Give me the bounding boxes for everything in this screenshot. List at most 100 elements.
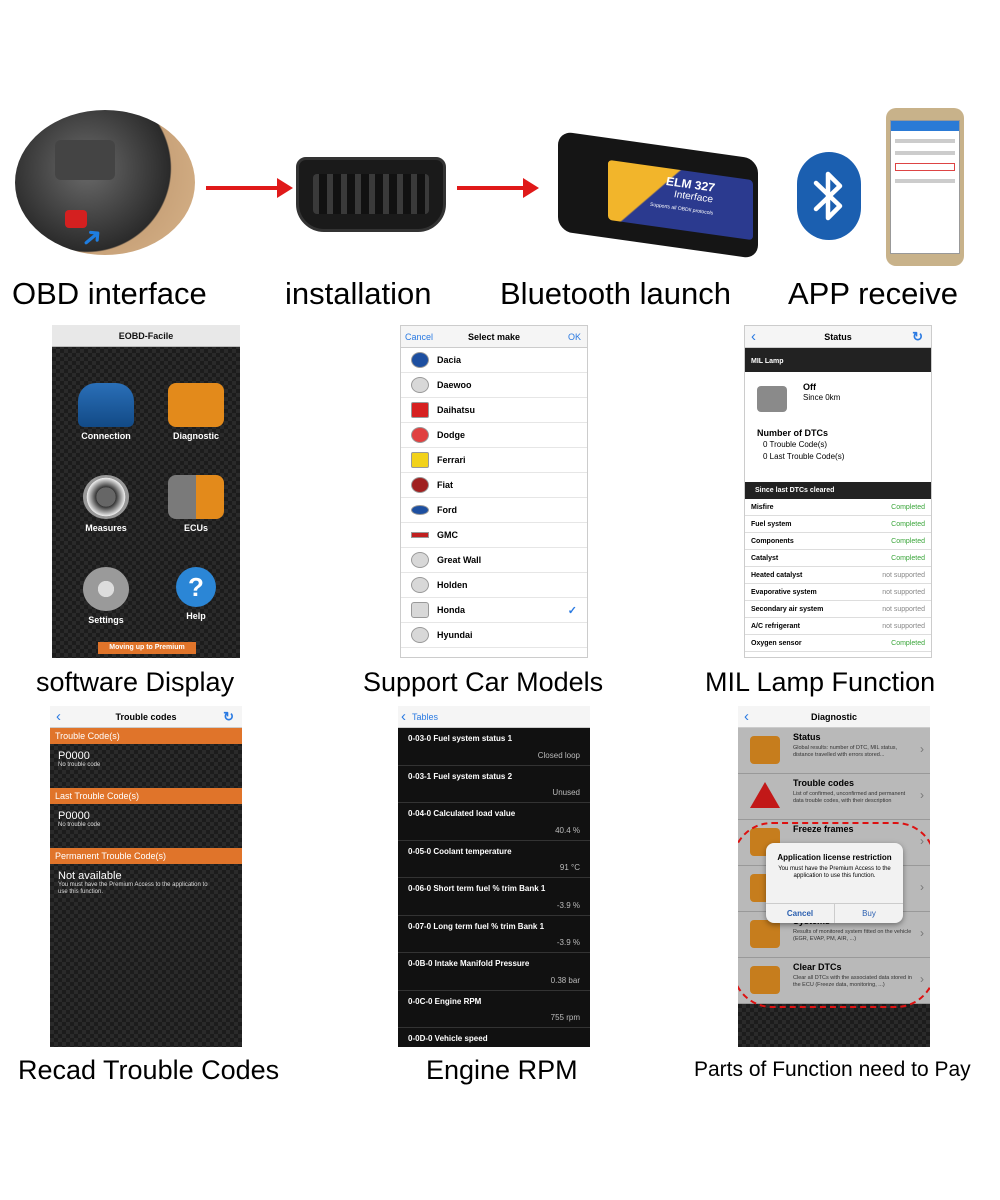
list-item[interactable]: GMC xyxy=(401,523,587,548)
list-item[interactable]: Great Wall xyxy=(401,548,587,573)
table-row[interactable]: 0-06-0 Short term fuel % trim Bank 1-3.9… xyxy=(398,878,590,916)
back-icon[interactable]: ‹ xyxy=(744,708,749,725)
eobd-home-screen: EOBD-Facile Connection Diagnostic Measur… xyxy=(52,325,240,658)
measures-label: Measures xyxy=(85,523,127,533)
parameter-value: 0.38 bar xyxy=(550,975,580,985)
parameter-value: Unused xyxy=(552,788,580,797)
back-icon[interactable]: ‹ xyxy=(56,708,61,725)
row-value: not supported xyxy=(882,622,925,630)
permanent-trouble-codes-section: Permanent Trouble Code(s) xyxy=(50,848,242,864)
trouble-code: P0000 xyxy=(58,750,90,762)
ok-button[interactable]: OK xyxy=(567,332,581,342)
parameter-name: 0-03-1 Fuel system status 2 xyxy=(408,771,513,781)
table-row[interactable]: 0-07-0 Long term fuel % trim Bank 1-3.9 … xyxy=(398,916,590,953)
make-label: Ford xyxy=(437,505,457,515)
table-row[interactable]: 0-0B-0 Intake Manifold Pressure 0.38 bar xyxy=(398,953,590,991)
row-value: Completed xyxy=(891,639,925,647)
page-title: Trouble codes xyxy=(115,711,177,722)
diagnostic-label: Diagnostic xyxy=(172,431,219,441)
tables-back-button[interactable]: Tables xyxy=(412,711,439,722)
parameter-value: Closed loop xyxy=(537,750,580,760)
table-row[interactable]: 0-03-1 Fuel system status 2 Unused xyxy=(398,766,590,803)
diagnostic-button[interactable]: Diagnostic xyxy=(156,383,236,441)
list-item[interactable]: Honda✓ xyxy=(401,598,587,623)
caption-app-receive: APP receive xyxy=(788,276,959,311)
row-value: Completed xyxy=(891,554,925,562)
ecus-button[interactable]: ECUs xyxy=(156,475,236,533)
make-label: Holden xyxy=(437,580,468,590)
dtc-count-1: 0 Trouble Code(s) xyxy=(763,440,828,449)
help-button[interactable]: ? Help xyxy=(156,567,236,621)
list-item[interactable]: Ferrari xyxy=(401,448,587,473)
settings-button[interactable]: Settings xyxy=(66,567,146,625)
parameter-name: 0-0B-0 Intake Manifold Pressure xyxy=(408,959,530,968)
make-label: Great Wall xyxy=(437,555,482,565)
refresh-icon[interactable]: ↻ xyxy=(223,709,234,724)
list-item[interactable]: Holden xyxy=(401,573,587,598)
list-item[interactable]: Daewoo xyxy=(401,373,587,398)
warning-icon xyxy=(750,782,780,808)
connection-button[interactable]: Connection xyxy=(66,383,146,441)
list-item[interactable]: Hyundai xyxy=(401,623,587,648)
list-item[interactable]: Dodge xyxy=(401,423,587,448)
list-item[interactable]: Dacia xyxy=(401,348,587,373)
honda-logo-icon xyxy=(411,602,429,618)
cancel-button[interactable]: Cancel xyxy=(766,904,835,923)
buy-button[interactable]: Buy xyxy=(862,909,876,918)
last-trouble-code: P0000 xyxy=(58,810,90,822)
row-name: Heated catalyst xyxy=(751,571,803,579)
table-row[interactable]: 0-0D-0 Vehicle speed xyxy=(398,1028,590,1047)
cancel-button[interactable]: Cancel xyxy=(405,332,434,342)
refresh-icon[interactable]: ↻ xyxy=(912,329,923,344)
parameter-name: 0-05-0 Coolant temperature xyxy=(408,846,512,856)
premium-button[interactable]: Moving up to Premium xyxy=(98,642,196,654)
great-wall-logo-icon xyxy=(411,552,429,568)
mil-since: Since 0km xyxy=(803,393,841,402)
caption-installation: installation xyxy=(285,276,432,311)
premium-required-note: You must have the Premium Access to the … xyxy=(58,882,208,895)
make-label: GMC xyxy=(437,530,458,540)
list-item[interactable]: Fiat xyxy=(401,473,587,498)
diagnostic-item-icon xyxy=(750,920,780,948)
row-value: not supported xyxy=(882,571,925,579)
row-value: not supported xyxy=(882,588,925,596)
list-item[interactable]: Ford xyxy=(401,498,587,523)
engine-icon xyxy=(757,386,787,412)
row-name: Misfire xyxy=(751,503,774,511)
row-value: Completed xyxy=(891,657,925,658)
car-icon xyxy=(78,383,134,427)
last-trouble-codes-section: Last Trouble Code(s) xyxy=(50,788,242,804)
row-name: Components xyxy=(751,537,794,545)
chevron-right-icon: › xyxy=(920,880,924,894)
dtc-count-2: 0 Last Trouble Code(s) xyxy=(763,452,845,461)
page-title: Select make xyxy=(467,331,521,342)
checkmark-icon: ✓ xyxy=(567,604,577,617)
list-item[interactable]: Daihatsu xyxy=(401,398,587,423)
item-title: Freeze frames xyxy=(793,824,854,834)
page-title: EOBD-Facile xyxy=(52,325,240,347)
row-value: not supported xyxy=(882,605,925,613)
parameter-value: -3.9 % xyxy=(556,900,580,910)
measures-button[interactable]: Measures xyxy=(66,475,146,533)
back-icon[interactable]: ‹ xyxy=(751,328,756,345)
item-description: Global results: number of DTC, MIL statu… xyxy=(793,745,898,758)
make-label: Daewoo xyxy=(437,380,472,390)
dtc-title: Number of DTCs xyxy=(757,428,829,438)
make-label: Hyundai xyxy=(437,630,473,640)
gauge-icon xyxy=(83,475,129,519)
gmc-logo-icon xyxy=(411,532,429,538)
caption-support-car-models: Support Car Models xyxy=(363,667,604,697)
back-icon[interactable]: ‹ xyxy=(401,708,406,725)
